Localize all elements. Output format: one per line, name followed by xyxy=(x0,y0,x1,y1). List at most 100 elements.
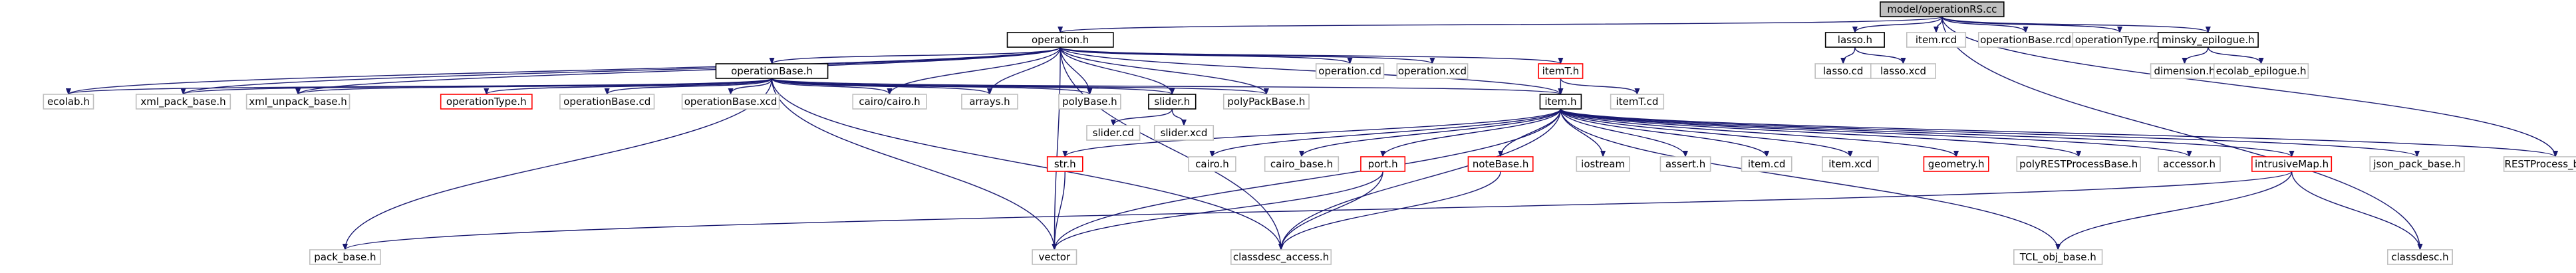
include-edge-operation_h-to-operation_cd xyxy=(1060,46,1353,64)
node-label: operation.cd xyxy=(1318,65,1381,77)
node-noteBase_h[interactable]: noteBase.h xyxy=(1467,156,1534,172)
include-edge-item_h-to-geometry_h xyxy=(1560,108,1959,157)
node-label: json_pack_base.h xyxy=(2372,158,2460,171)
include-edge-minsky_epilogue_h-to-ecolab_epilogue_h xyxy=(2208,46,2264,64)
node-ecolab_epilogue_h: ecolab_epilogue.h xyxy=(2213,63,2309,79)
node-box xyxy=(1821,156,1879,172)
node-label: polyRESTProcessBase.h xyxy=(2019,158,2138,170)
node-root[interactable]: model/operationRS.cc xyxy=(1880,1,2005,17)
include-edge-operationBase_h-to-xml_unpack_base_h xyxy=(295,78,773,95)
node-label: slider.xcd xyxy=(1161,127,1208,139)
node-label: xml_unpack_base.h xyxy=(249,96,347,108)
node-intrusiveMap_h[interactable]: intrusiveMap.h xyxy=(2251,156,2333,172)
node-box xyxy=(1538,63,1584,79)
node-operation_cd: operation.cd xyxy=(1315,63,1385,79)
node-box xyxy=(1086,125,1141,141)
include-edge-operation_h-to-ecolab_h xyxy=(66,46,1061,95)
node-box xyxy=(1264,156,1340,172)
include-edge-item_h-to-assert_h xyxy=(1560,108,1688,157)
node-operationType_rcd: operationType.rcd xyxy=(2072,32,2168,48)
include-edge-item_h-to-accessor_h xyxy=(1560,108,2192,157)
node-item_h[interactable]: item.h xyxy=(1539,94,1582,110)
node-TCL_obj_base_h: TCL_obj_base.h xyxy=(2013,249,2103,265)
node-box xyxy=(1659,156,1711,172)
node-cairo_cairo_h: cairo/cairo.h xyxy=(852,94,927,110)
node-label: model/operationRS.cc xyxy=(1887,3,1997,15)
include-edge-item_h-to-port_h xyxy=(1380,108,1562,157)
include-edge-root-to-operation_h xyxy=(1058,16,1943,33)
node-box xyxy=(2016,156,2141,172)
include-edge-item_h-to-classdesc_access_h xyxy=(1278,108,1562,250)
node-label: operation.xcd xyxy=(1398,65,1467,77)
node-box xyxy=(1032,249,1077,265)
include-edge-item_h-to-item_cd xyxy=(1560,108,1770,157)
node-operationBase_rcd: operationBase.rcd xyxy=(1977,32,2074,48)
include-edge-operationBase_h-to-vector xyxy=(771,78,1058,250)
node-label: xml_pack_base.h xyxy=(140,96,225,108)
include-edge-root-to-minsky_epilogue_h xyxy=(1941,16,2211,33)
include-edge-operationBase_h-to-classdesc_access_h xyxy=(771,78,1284,250)
node-label: arrays.h xyxy=(969,96,1010,108)
include-edge-item_h-to-str_h xyxy=(1062,108,1562,157)
node-box xyxy=(2387,249,2453,265)
node-vector: vector xyxy=(1032,249,1077,265)
node-operationBase_h[interactable]: operationBase.h xyxy=(715,63,829,79)
node-lasso_h[interactable]: lasso.h xyxy=(1824,32,1885,48)
node-box xyxy=(2251,156,2333,172)
include-edge-noteBase_h-to-classdesc_access_h xyxy=(1278,171,1501,250)
node-label: item.cd xyxy=(1748,158,1785,170)
node-label: str.h xyxy=(1054,158,1076,170)
node-box xyxy=(1906,32,1967,48)
node-label: TCL_obj_base.h xyxy=(2019,251,2096,264)
node-operationBase_xcd: operationBase.xcd xyxy=(681,94,780,110)
include-edge-root-to-operationBase_rcd xyxy=(1941,16,2029,33)
include-edge-root-to-RESTProcess_base_h xyxy=(1941,16,2558,157)
file-nodes: model/operationRS.cc operation.h lasso.h it… xyxy=(43,1,2576,265)
node-label: vector xyxy=(1039,251,1071,263)
dependency-edges xyxy=(66,16,2558,250)
include-edge-operationBase_h-to-operationBase_cd xyxy=(604,78,773,95)
node-label: operationBase.h xyxy=(731,65,813,77)
node-slider_h[interactable]: slider.h xyxy=(1148,94,1197,110)
include-edge-operationBase_h-to-operationType_h xyxy=(484,78,773,95)
node-box xyxy=(1396,63,1469,79)
include-edge-operationBase_h-to-operationBase_xcd xyxy=(728,78,773,95)
node-label: item.xcd xyxy=(1828,158,1872,170)
include-edge-lasso_h-to-lasso_xcd xyxy=(1854,46,1906,64)
include-edge-str_h-to-vector xyxy=(1052,171,1066,250)
node-ecolab_h: ecolab.h xyxy=(43,94,94,110)
node-item_cd: item.cd xyxy=(1741,156,1792,172)
node-classdesc_h: classdesc.h xyxy=(2387,249,2453,265)
include-edge-item_h-to-json_pack_base_h xyxy=(1560,108,2420,157)
node-box xyxy=(715,63,829,79)
node-port_h[interactable]: port.h xyxy=(1360,156,1406,172)
node-label: intrusiveMap.h xyxy=(2255,158,2329,170)
node-box xyxy=(135,94,231,110)
node-classdesc_access_h: classdesc_access.h xyxy=(1230,249,1332,265)
node-geometry_h[interactable]: geometry.h xyxy=(1923,156,1989,172)
node-label: port.h xyxy=(1368,158,1398,170)
node-box xyxy=(309,249,381,265)
node-operation_h[interactable]: operation.h xyxy=(1006,32,1114,48)
node-label: ecolab.h xyxy=(47,96,90,108)
include-edge-operation_h-to-item_h xyxy=(1060,46,1564,95)
include-edge-operation_h-to-xml_unpack_base_h xyxy=(295,46,1061,95)
node-box xyxy=(1046,156,1083,172)
include-edge-item_h-to-cairo_base_h xyxy=(1299,108,1562,157)
node-label: minsky_epilogue.h xyxy=(2162,34,2254,46)
node-box xyxy=(1230,249,1332,265)
node-polyPackBase_h: polyPackBase.h xyxy=(1222,94,1310,110)
node-itemT_h[interactable]: itemT.h xyxy=(1538,63,1584,79)
include-edge-port_h-to-vector xyxy=(1052,171,1383,250)
include-edge-operation_h-to-operation_xcd xyxy=(1060,46,1435,64)
include-edge-lasso_h-to-lasso_cd xyxy=(1840,46,1856,64)
node-operationType_h[interactable]: operationType.h xyxy=(440,94,533,110)
node-minsky_epilogue_h[interactable]: minsky_epilogue.h xyxy=(2157,32,2259,48)
node-label: polyBase.h xyxy=(1062,96,1117,108)
node-label: lasso.h xyxy=(1838,34,1872,46)
include-edge-operationBase_h-to-polyPackBase_h xyxy=(771,78,1269,95)
include-edge-root-to-classdesc_h xyxy=(1941,16,2423,250)
node-str_h[interactable]: str.h xyxy=(1046,156,1083,172)
node-box xyxy=(1923,156,1989,172)
